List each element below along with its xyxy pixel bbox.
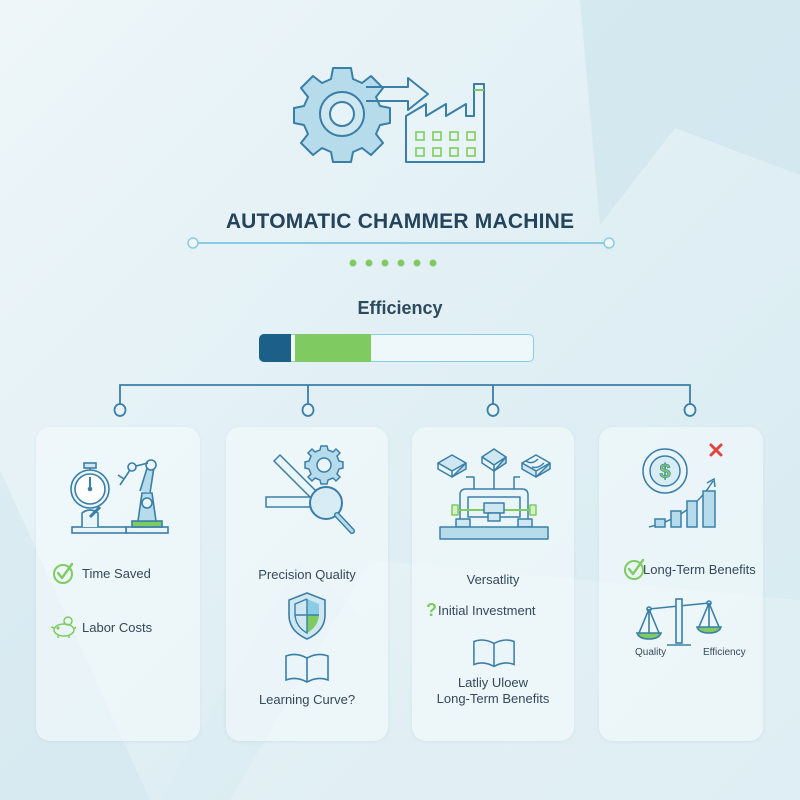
labor-costs-label: Labor Costs [82,619,153,635]
list-item-labor-costs: Labor Costs [50,615,152,639]
efficiency-label: Efficiency [357,298,443,318]
card-versatility-investment: Versatlity ? Initial Investment Latliy U… [412,427,574,741]
gear-arrow-factory-icon [293,67,485,163]
precision-quality-label: Precision Quality [258,567,356,582]
piggy-bank-icon [50,616,77,638]
quality-label: Quality [635,647,667,658]
open-book-icon [285,653,329,683]
x-mark-icon [709,443,723,457]
efficiency-bar-segment-dark [259,334,291,362]
page-title: AUTOMATIC CHAMMER MACHINE [225,210,575,233]
check-circle-icon [53,562,74,584]
long-term-benefits-label: Long-Term Benefits [643,561,756,577]
question-mark-icon: ? [426,600,437,620]
dollar-growth-chart-icon: $ [642,443,723,528]
card-precision-learning: Precision Quality Learning Curve? [226,427,388,741]
card-time-labor: Time Saved Labor Costs [36,427,200,741]
hero-illustration [290,64,520,168]
list-item-long-term-benefits: Long-Term Benefits [623,557,756,581]
shield-icon [288,592,326,640]
progress-dots [349,259,437,267]
check-circle-icon [624,558,645,580]
efficiency-bar [259,334,534,362]
time-saved-label: Time Saved [82,565,151,581]
balance-scale-icon [635,598,723,646]
initial-investment-label: Initial Investment [438,602,536,618]
materials-press-machine-icon [437,448,551,540]
card-long-term-benefits: $ Long-Term Benefits Quality Effici [599,427,763,741]
title-divider [187,237,615,249]
branch-connector [113,384,697,417]
list-item-time-saved: Time Saved [52,561,151,585]
lately-view-label: Latliy Uloew [457,675,529,690]
versatility-label: Versatlity [466,572,520,587]
ruler-gear-magnifier-icon [265,445,355,534]
list-item-initial-investment: ? Initial Investment [426,601,536,619]
learning-curve-label: Learning Curve? [258,692,356,707]
open-book-icon [473,639,515,668]
efficiency-scale-label: Efficiency [703,647,746,658]
efficiency-bar-segment-green [295,334,371,362]
svg-text:$: $ [659,461,670,483]
stopwatch-robot-arm-icon [70,459,169,534]
long-term-benefits-label: Long-Term Benefits [436,691,550,706]
